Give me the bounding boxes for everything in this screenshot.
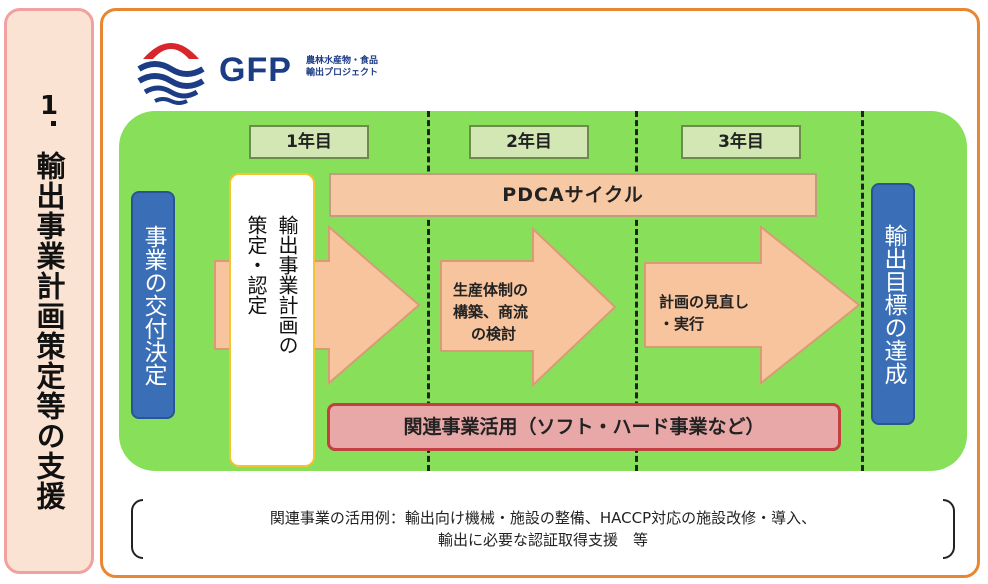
bracket-right: [943, 499, 955, 559]
note-line2: 輸出に必要な認証取得支援 等: [437, 531, 648, 549]
pdca-bar: PDCAサイクル: [329, 173, 817, 217]
arrow-step-2: [440, 226, 617, 388]
step3-line2: ・実行: [659, 315, 705, 333]
step2-label: 生産体制の 構築、商流 の検討: [453, 279, 528, 345]
step2-line1: 生産体制の: [453, 281, 529, 299]
goal-box-label: 輸出目標の達成: [880, 223, 906, 385]
step1-text: 輸出事業計画の 策定・認定: [242, 215, 302, 465]
start-box: 事業の交付決定: [131, 191, 175, 419]
step1-box: 輸出事業計画の 策定・認定: [229, 173, 315, 467]
year-divider: [427, 111, 430, 471]
year-label-2: 2年目: [469, 125, 589, 159]
section-number-dot: [51, 121, 56, 126]
example-note: 関連事業の活用例：輸出向け機械・施設の整備、HACCP対応の施設改修・導入、 輸…: [131, 499, 955, 561]
process-diagram: 1年目 2年目 3年目 PDCAサイクル 事業の交付決定 輸出事業計画の 策定・…: [119, 111, 967, 471]
year-divider: [635, 111, 638, 471]
step3-line1: 計画の見直し: [659, 293, 750, 311]
logo-subtitle-line1: 農林水産物・食品: [306, 56, 379, 66]
section-number: 1: [39, 91, 59, 121]
note-line1: 関連事業の活用例：輸出向け機械・施設の整備、HACCP対応の施設改修・導入、: [269, 509, 817, 527]
year-label-3: 3年目: [681, 125, 801, 159]
related-projects-bar: 関連事業活用（ソフト・ハード事業など）: [327, 403, 841, 451]
logo-brand: GFP: [219, 51, 292, 89]
main-frame: GFP 農林水産物・食品 輸出プロジェクト 1年目 2年目 3年目 PDCAサイ…: [100, 8, 980, 578]
gfp-logo: GFP 農林水産物・食品 輸出プロジェクト: [131, 29, 391, 109]
step2-line2: 構築、商流: [453, 303, 529, 321]
section-title: 輸出事業計画策定等の支援: [32, 151, 66, 511]
step1-line2: 策定・認定: [244, 215, 268, 315]
step3-label: 計画の見直し ・実行: [659, 291, 749, 335]
goal-box: 輸出目標の達成: [871, 183, 915, 425]
step2-line3: の検討: [471, 325, 517, 343]
sidebar-panel: 1 輸出事業計画策定等の支援: [4, 8, 94, 574]
section-title-wrap: 輸出事業計画策定等の支援: [7, 151, 91, 511]
year-label-1: 1年目: [249, 125, 369, 159]
bracket-left: [131, 499, 143, 559]
note-text: 関連事業の活用例：輸出向け機械・施設の整備、HACCP対応の施設改修・導入、 輸…: [151, 507, 935, 551]
start-box-label: 事業の交付決定: [140, 224, 166, 386]
step1-line1: 輸出事業計画の: [275, 215, 299, 355]
gfp-emblem-icon: [137, 43, 205, 105]
arrow-step-3: [644, 224, 861, 386]
logo-subtitle: 農林水産物・食品 輸出プロジェクト: [306, 55, 378, 79]
logo-subtitle-line2: 輸出プロジェクト: [306, 68, 379, 78]
year-divider: [861, 111, 864, 471]
